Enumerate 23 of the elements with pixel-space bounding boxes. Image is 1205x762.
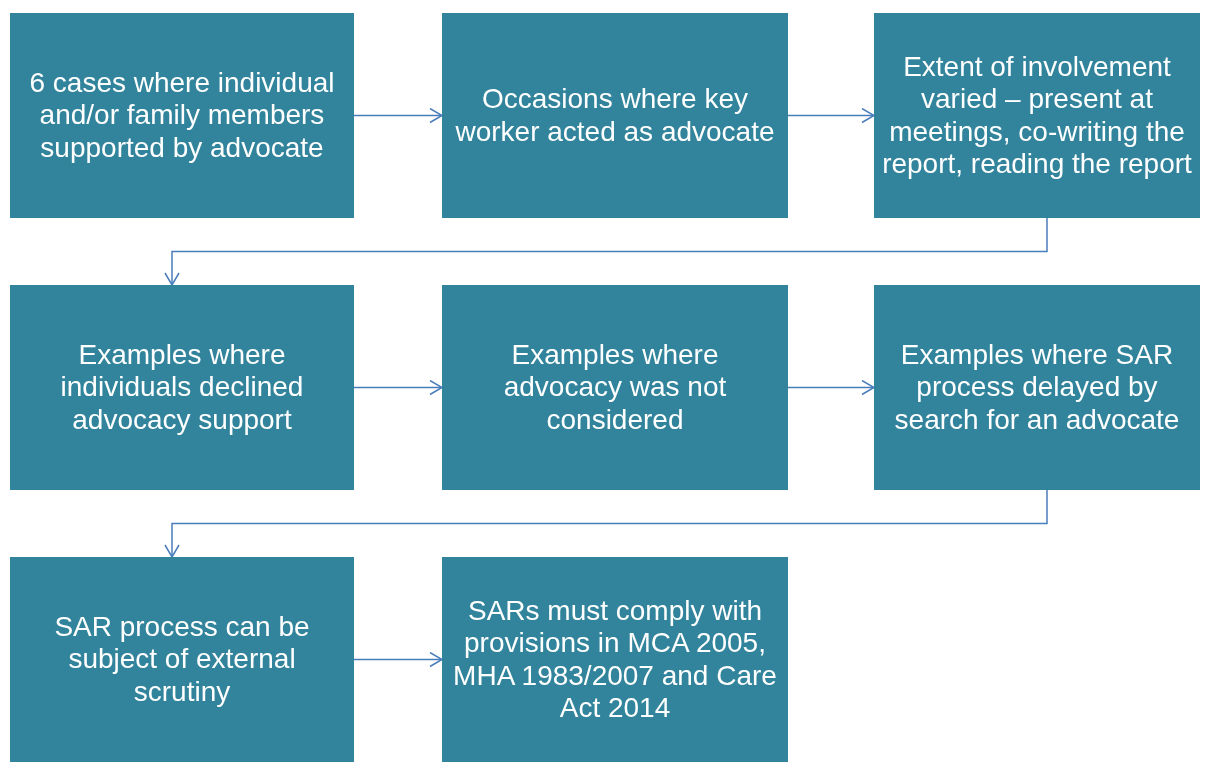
box-text: Examples where advocacy was not considered xyxy=(502,339,728,436)
box-text: Extent of involvement varied – present at meetings, co-writing the report, reading the report xyxy=(882,51,1192,180)
process-box xyxy=(442,13,788,218)
arrow xyxy=(787,107,875,124)
process-box xyxy=(874,285,1200,490)
process-box xyxy=(442,557,788,762)
arrow xyxy=(353,651,443,668)
box-text: SAR process can be subject of external scrutiny xyxy=(53,611,311,708)
process-box xyxy=(10,285,354,490)
process-box xyxy=(10,13,354,218)
arrow xyxy=(787,379,875,396)
box-text: Examples where SAR process delayed by search for an advocate xyxy=(893,339,1181,436)
process-box xyxy=(874,13,1200,218)
box-text: Occasions where key worker acted as advocate xyxy=(454,83,776,148)
arrow xyxy=(164,217,1048,286)
arrow xyxy=(164,489,1048,558)
process-box xyxy=(442,285,788,490)
arrow xyxy=(353,107,443,124)
box-text: Examples where individuals declined advocacy support xyxy=(59,339,305,436)
process-box xyxy=(10,557,354,762)
arrow xyxy=(353,379,443,396)
box-text: SARs must comply with provisions in MCA 2005, MHA 1983/2007 and Care Act 2014 xyxy=(452,595,778,724)
box-text: 6 cases where individual and/or family members supported by advocate xyxy=(28,67,336,164)
